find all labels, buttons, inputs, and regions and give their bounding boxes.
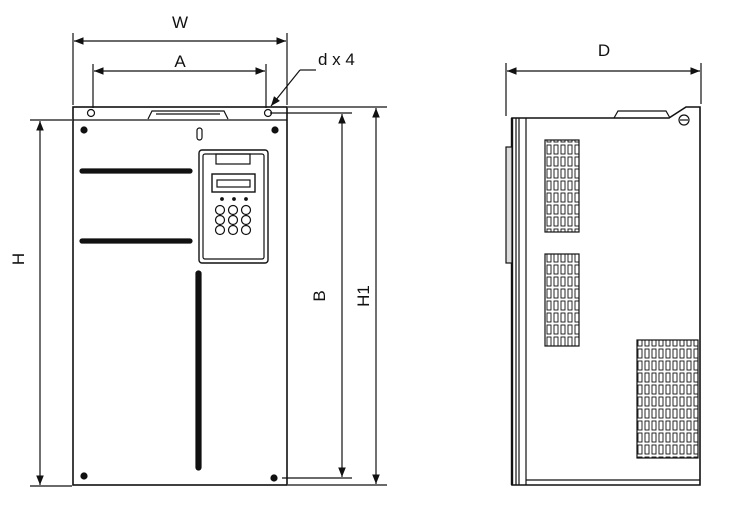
side-view: D	[505, 41, 702, 486]
label-b: B	[310, 290, 329, 301]
side-top-screw	[678, 114, 690, 126]
dimension-b: B	[270, 112, 352, 479]
grip-line-lower	[79, 238, 193, 244]
vent-grid-lower	[636, 339, 699, 459]
keypad-screen	[211, 173, 256, 193]
dimension-h1: H1	[288, 106, 387, 486]
label-w: W	[172, 13, 188, 32]
side-top-vent	[613, 110, 671, 119]
keypad-panel	[198, 149, 269, 264]
label-h1: H1	[354, 285, 373, 307]
dimension-d: D	[505, 41, 702, 116]
dimension-h: H	[9, 119, 72, 487]
grip-line-upper	[79, 168, 193, 174]
dimension-a: A	[92, 52, 267, 108]
keypad-buttons	[214, 204, 252, 236]
label-d: D	[598, 41, 610, 60]
indicator-slot	[196, 127, 203, 141]
screw-lower-right	[270, 474, 278, 482]
mount-hole-top-left	[86, 108, 96, 118]
vent-grid-middle	[544, 253, 580, 347]
vertical-slot	[195, 270, 202, 471]
screw-upper-left	[80, 126, 88, 134]
screw-upper-right	[271, 126, 279, 134]
vent-grid-upper	[544, 139, 580, 233]
label-a: A	[174, 52, 186, 71]
dimension-hole: d x 4	[270, 50, 355, 107]
top-vent	[147, 110, 229, 120]
front-housing	[72, 106, 288, 486]
screw-lower-left	[80, 472, 88, 480]
dimension-w: W	[72, 13, 288, 105]
label-hole: d x 4	[318, 50, 355, 69]
label-h: H	[9, 253, 28, 265]
keypad-top-display	[215, 153, 251, 165]
side-keypad-edge	[505, 146, 513, 264]
front-view: W A d x 4 H B	[9, 13, 387, 487]
